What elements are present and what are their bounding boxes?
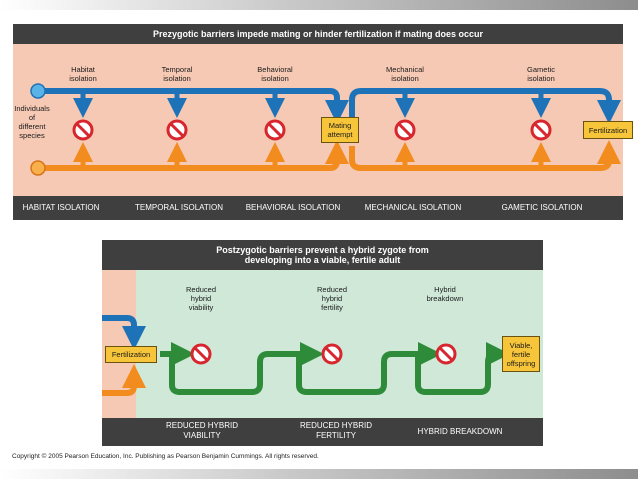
barrier-label-habitat: Habitat isolation — [69, 65, 97, 83]
orange-path-premating — [40, 140, 349, 171]
individual-blue-circle — [30, 83, 46, 99]
copyright-text: Copyright © 2005 Pearson Education, Inc.… — [12, 453, 319, 460]
fertilization-box-post: Fertilization — [105, 346, 157, 363]
stop-icon — [530, 119, 552, 141]
footer-habitat: HABITAT ISOLATION — [22, 203, 100, 212]
barrier-label-reduced-fertility: Reduced hybrid fertility — [316, 285, 348, 312]
prezygotic-title-text: Prezygotic barriers impede mating or hin… — [152, 29, 484, 39]
footer-reduced-fertility: REDUCED HYBRID FERTILITY — [299, 421, 372, 440]
footer-mechanical: MECHANICAL ISOLATION — [364, 203, 462, 212]
stop-icon — [264, 119, 286, 141]
mating-attempt-box: Mating attempt — [321, 117, 359, 143]
post-green-loop1 — [169, 342, 324, 395]
stop-icon — [166, 119, 188, 141]
top-decor-bar — [0, 0, 638, 10]
fertilization-box-pre: Fertilization — [583, 121, 633, 139]
bottom-decor-bar — [0, 469, 638, 479]
viable-offspring-box: Viable, fertile offspring — [502, 336, 540, 372]
barrier-label-behavioral: Behavioral isolation — [257, 65, 293, 83]
postzygotic-title-line2: developing into a viable, fertile adult — [244, 255, 401, 265]
barrier-label-reduced-viability: Reduced hybrid viability — [185, 285, 217, 312]
barrier-label-gametic: Gametic isolation — [527, 65, 555, 83]
orange-path-postmating — [349, 140, 621, 171]
footer-gametic: GAMETIC ISOLATION — [501, 203, 583, 212]
stop-icon — [435, 343, 457, 365]
prezygotic-title: Prezygotic barriers impede mating or hin… — [13, 24, 623, 44]
footer-temporal: TEMPORAL ISOLATION — [134, 203, 223, 212]
stop-icon — [321, 343, 343, 365]
stop-icon — [394, 119, 416, 141]
postzygotic-title-line1: Postzygotic barriers prevent a hybrid zy… — [216, 245, 429, 255]
barrier-label-hybrid-breakdown: Hybrid breakdown — [426, 285, 464, 303]
barrier-label-mechanical: Mechanical isolation — [386, 65, 424, 83]
post-blue-in — [102, 315, 146, 350]
blue-path-postmating — [349, 88, 621, 124]
stop-icon — [190, 343, 212, 365]
footer-reduced-viability: REDUCED HYBRID VIABILITY — [165, 421, 238, 440]
post-orange-in — [102, 364, 146, 396]
post-green-loop3 — [415, 342, 510, 395]
individual-orange-circle — [30, 160, 46, 176]
postzygotic-title: Postzygotic barriers prevent a hybrid zy… — [102, 240, 543, 270]
footer-hybrid-breakdown: HYBRID BREAKDOWN — [417, 427, 503, 436]
blue-path-premating — [40, 88, 349, 124]
footer-behavioral: BEHAVIORAL ISOLATION — [245, 203, 341, 212]
post-green-loop2 — [296, 342, 442, 395]
prezygotic-footer — [13, 196, 623, 220]
stop-icon — [72, 119, 94, 141]
postzygotic-footer — [102, 418, 543, 446]
individuals-label: Individuals of different species — [14, 104, 50, 140]
barrier-label-temporal: Temporal isolation — [161, 65, 193, 83]
